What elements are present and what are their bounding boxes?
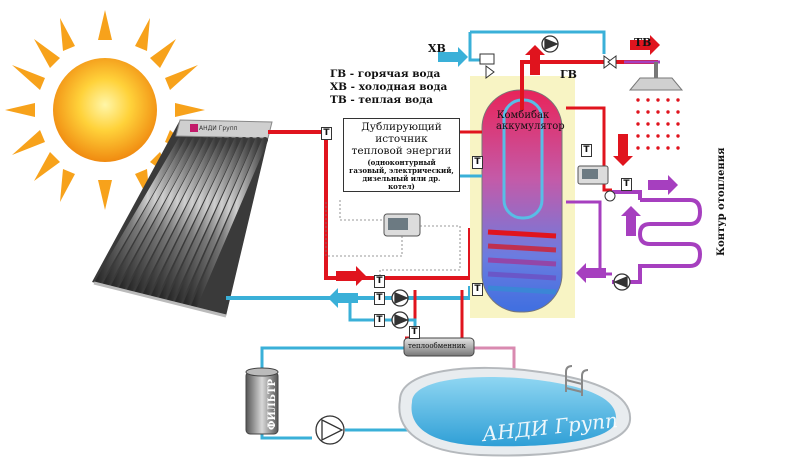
heat-exchanger: [403, 337, 475, 357]
valve-icon: [479, 53, 617, 202]
collector-brand: АНДИ Групп: [199, 125, 238, 132]
warm-water-label: ТВ: [634, 36, 652, 49]
legend: ГВ - горячая вода ХВ - холодная вода ТВ …: [330, 68, 447, 107]
pump-icon: [315, 35, 631, 445]
filter-label: ФИЛЬТР: [267, 379, 278, 430]
controller-icon: [383, 165, 609, 237]
legend-warm: ТВ - теплая вода: [330, 94, 433, 106]
legend-cold: ХВ - холодная вода: [330, 81, 448, 93]
temperature-sensor: T: [409, 326, 420, 339]
auxiliary-source-box: Дублирующий источник тепловой энергии (о…: [343, 118, 460, 192]
cold-water-label: ХВ: [428, 42, 446, 55]
hot-water-label: ГВ: [560, 68, 577, 81]
storage-tank: [470, 76, 575, 318]
temperature-sensor: T: [581, 144, 592, 157]
heat-exchanger-label: теплообменник: [408, 342, 466, 350]
auxiliary-source-title: Дублирующий источник тепловой энергии: [351, 121, 452, 157]
flow-arrows: [328, 35, 678, 308]
temperature-sensor: T: [472, 156, 483, 169]
auxiliary-source-subtitle: (одноконтурный газовый, электрический, д…: [349, 158, 454, 191]
pool-icon: [398, 365, 632, 457]
legend-hot: ГВ - горячая вода: [330, 68, 441, 80]
temperature-sensor: T: [374, 275, 385, 288]
temperature-sensor: T: [472, 283, 483, 296]
shower-icon: [628, 62, 684, 150]
tank-label: Комбибак аккумулятор: [496, 110, 565, 132]
temperature-sensor: T: [321, 127, 332, 140]
solar-collector: [92, 119, 273, 318]
temperature-sensor: T: [374, 292, 385, 305]
temperature-sensor: T: [374, 314, 385, 327]
heating-coil: [612, 190, 703, 284]
temperature-sensor: T: [621, 178, 632, 191]
heating-circuit-label: Контур отопления: [716, 147, 727, 256]
filter-icon: [245, 367, 279, 435]
